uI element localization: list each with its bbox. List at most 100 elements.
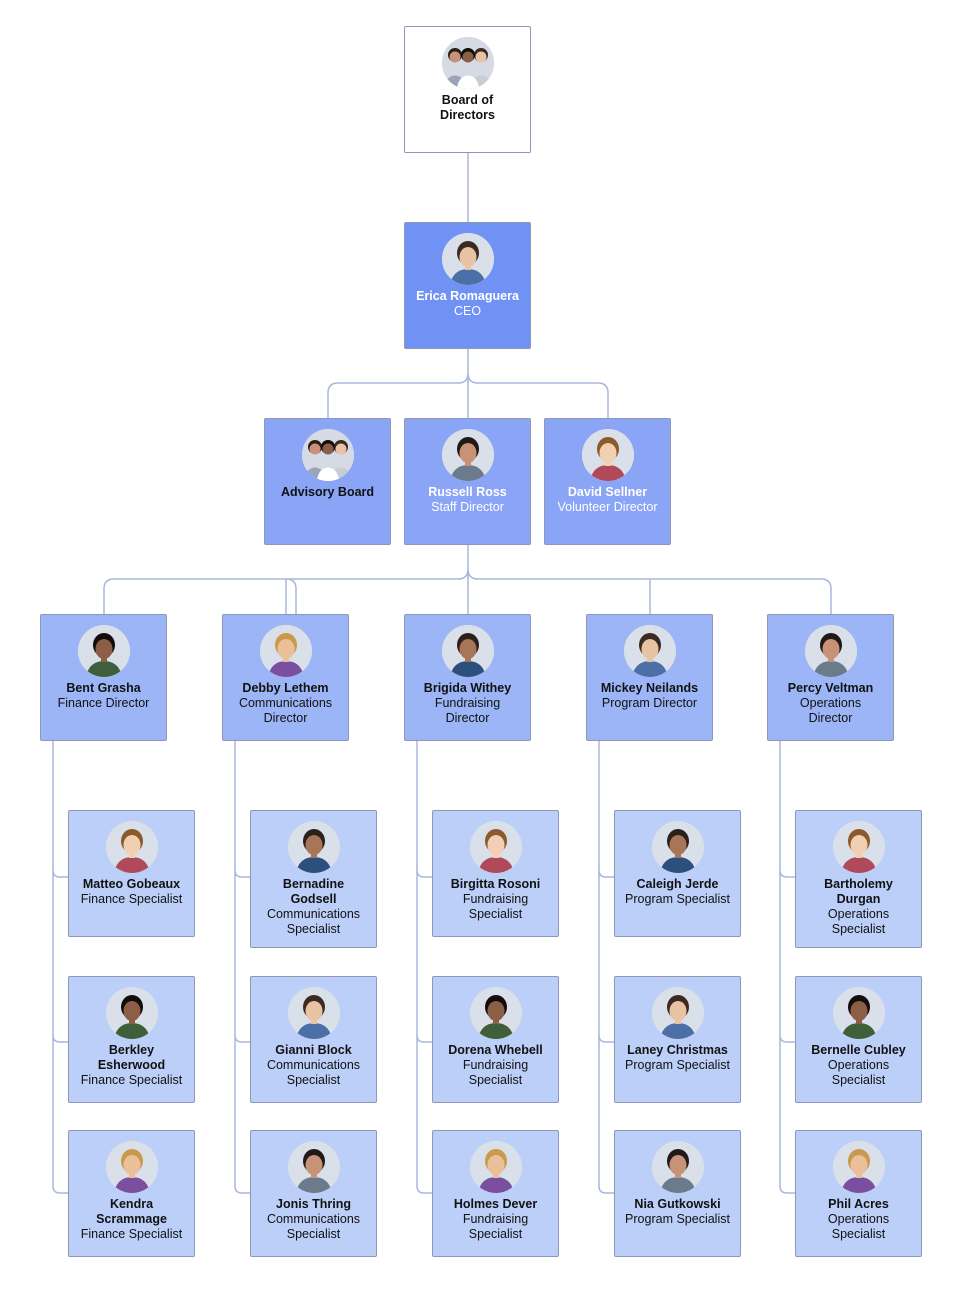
node-role: Volunteer Director bbox=[557, 500, 658, 514]
node-operations-specialist[interactable]: Phil Acres Operations Specialist bbox=[795, 1130, 922, 1257]
node-name: Percy Veltman bbox=[787, 681, 874, 695]
node-name: Holmes Dever bbox=[453, 1197, 538, 1211]
connector-fundraising-team bbox=[416, 740, 432, 1194]
node-program-specialist[interactable]: Laney Christmas Program Specialist bbox=[614, 976, 741, 1103]
node-name: Russell Ross bbox=[428, 485, 507, 499]
person-photo bbox=[441, 429, 494, 481]
person-photo bbox=[105, 987, 158, 1039]
person-photo bbox=[287, 821, 340, 873]
node-name: Jonis Thring bbox=[276, 1197, 351, 1211]
node-role: CEO bbox=[453, 304, 482, 318]
node-name: Bernadine Godsell bbox=[282, 877, 345, 906]
person-photo bbox=[651, 987, 704, 1039]
node-finance-specialist[interactable]: Kendra Scrammage Finance Specialist bbox=[68, 1130, 195, 1257]
node-program-specialist[interactable]: Caleigh Jerde Program Specialist bbox=[614, 810, 741, 937]
node-role: Communications Director bbox=[238, 696, 333, 725]
node-role: Operations Director bbox=[799, 696, 862, 725]
node-role: Finance Director bbox=[57, 696, 150, 710]
node-role: Program Director bbox=[601, 696, 698, 710]
node-communications-specialist[interactable]: Bernadine Godsell Communications Special… bbox=[250, 810, 377, 948]
node-role: Operations Specialist bbox=[827, 1058, 890, 1087]
person-photo bbox=[804, 625, 857, 677]
person-photo bbox=[287, 1141, 340, 1193]
node-role: Fundraising Specialist bbox=[462, 1058, 529, 1087]
node-role: Program Specialist bbox=[625, 1212, 730, 1226]
person-photo bbox=[441, 625, 494, 677]
node-board-of-directors[interactable]: Board of Directors bbox=[404, 26, 531, 153]
connector-staff-directors bbox=[103, 545, 832, 614]
node-role: Communications Specialist bbox=[266, 1058, 361, 1087]
node-name: Matteo Gobeaux bbox=[82, 877, 181, 891]
connector-ceo-row2 bbox=[327, 349, 609, 418]
connector-operations-team bbox=[779, 740, 795, 1194]
person-photo bbox=[105, 821, 158, 873]
person-photo bbox=[469, 821, 522, 873]
node-program-director[interactable]: Mickey Neilands Program Director bbox=[586, 614, 713, 741]
node-staff-director[interactable]: Russell Ross Staff Director bbox=[404, 418, 531, 545]
node-finance-director[interactable]: Bent Grasha Finance Director bbox=[40, 614, 167, 741]
node-name: Advisory Board bbox=[280, 485, 375, 499]
node-fundraising-specialist[interactable]: Dorena Whebell Fundraising Specialist bbox=[432, 976, 559, 1103]
node-fundraising-director[interactable]: Brigida Withey Fundraising Director bbox=[404, 614, 531, 741]
node-name: Debby Lethem bbox=[242, 681, 329, 695]
node-role: Finance Specialist bbox=[80, 892, 183, 906]
node-name: Caleigh Jerde bbox=[636, 877, 719, 891]
node-role: Operations Specialist bbox=[827, 907, 890, 936]
node-finance-specialist[interactable]: Berkley Esherwood Finance Specialist bbox=[68, 976, 195, 1103]
node-name: Erica Romaguera bbox=[416, 289, 519, 303]
node-name: Bent Grasha bbox=[66, 681, 141, 695]
person-photo bbox=[832, 987, 885, 1039]
node-name: Gianni Block bbox=[275, 1043, 352, 1057]
node-role: Communications Specialist bbox=[266, 907, 361, 936]
node-communications-specialist[interactable]: Gianni Block Communications Specialist bbox=[250, 976, 377, 1103]
node-name: Kendra Scrammage bbox=[96, 1197, 167, 1226]
node-role: Fundraising Specialist bbox=[462, 892, 529, 921]
node-communications-director[interactable]: Debby Lethem Communications Director bbox=[222, 614, 349, 741]
connector-finance-team bbox=[52, 740, 68, 1194]
node-role: Finance Specialist bbox=[80, 1073, 183, 1087]
person-photo bbox=[832, 821, 885, 873]
person-photo bbox=[832, 1141, 885, 1193]
node-advisory-board[interactable]: Advisory Board bbox=[264, 418, 391, 545]
node-finance-specialist[interactable]: Matteo Gobeaux Finance Specialist bbox=[68, 810, 195, 937]
node-name: Brigida Withey bbox=[423, 681, 512, 695]
person-photo bbox=[287, 987, 340, 1039]
node-name: Phil Acres bbox=[828, 1197, 889, 1211]
person-photo bbox=[105, 1141, 158, 1193]
node-role: Fundraising Director bbox=[434, 696, 501, 725]
group-photo bbox=[441, 37, 494, 89]
node-program-specialist[interactable]: Nia Gutkowski Program Specialist bbox=[614, 1130, 741, 1257]
group-photo bbox=[301, 429, 354, 481]
node-ceo[interactable]: Erica Romaguera CEO bbox=[404, 222, 531, 349]
node-role: Fundraising Specialist bbox=[462, 1212, 529, 1241]
node-role: Communications Specialist bbox=[266, 1212, 361, 1241]
person-photo bbox=[623, 625, 676, 677]
node-communications-specialist[interactable]: Jonis Thring Communications Specialist bbox=[250, 1130, 377, 1257]
node-role: Staff Director bbox=[431, 500, 504, 514]
node-role: Program Specialist bbox=[625, 1058, 730, 1072]
person-photo bbox=[581, 429, 634, 481]
person-photo bbox=[651, 1141, 704, 1193]
node-name: Birgitta Rosoni bbox=[450, 877, 541, 891]
node-name: Mickey Neilands bbox=[600, 681, 699, 695]
node-operations-specialist[interactable]: Bernelle Cubley Operations Specialist bbox=[795, 976, 922, 1103]
connector-communications-team bbox=[234, 740, 250, 1194]
node-operations-specialist[interactable]: Bartholemy Durgan Operations Specialist bbox=[795, 810, 922, 948]
node-operations-director[interactable]: Percy Veltman Operations Director bbox=[767, 614, 894, 741]
person-photo bbox=[651, 821, 704, 873]
connector-program-team bbox=[598, 740, 614, 1194]
node-role: Finance Specialist bbox=[80, 1227, 183, 1241]
node-fundraising-specialist[interactable]: Holmes Dever Fundraising Specialist bbox=[432, 1130, 559, 1257]
node-fundraising-specialist[interactable]: Birgitta Rosoni Fundraising Specialist bbox=[432, 810, 559, 937]
node-name: Berkley Esherwood bbox=[97, 1043, 166, 1072]
node-name: David Sellner bbox=[567, 485, 648, 499]
node-volunteer-director[interactable]: David Sellner Volunteer Director bbox=[544, 418, 671, 545]
person-photo bbox=[469, 987, 522, 1039]
person-photo bbox=[441, 233, 494, 285]
node-name: Dorena Whebell bbox=[448, 1043, 543, 1057]
person-photo bbox=[77, 625, 130, 677]
node-name: Bartholemy Durgan bbox=[824, 877, 893, 906]
person-photo bbox=[259, 625, 312, 677]
